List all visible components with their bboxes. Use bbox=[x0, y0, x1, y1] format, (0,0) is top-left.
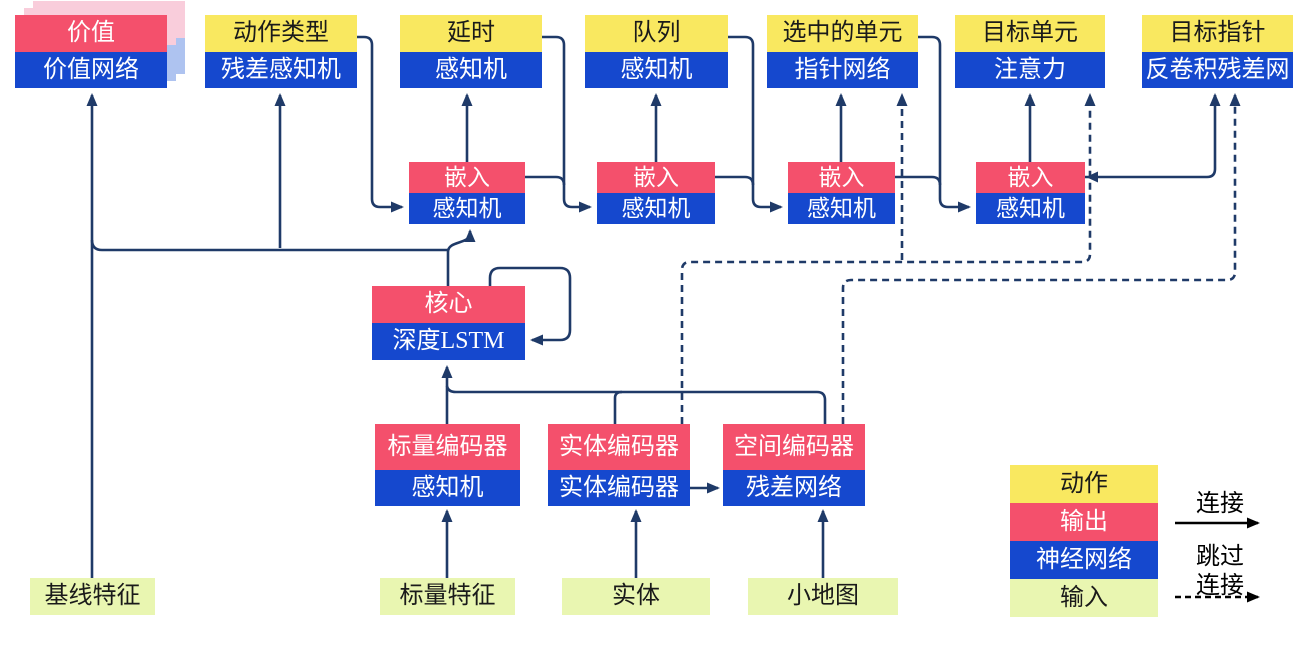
node-spatial-encoder-title: 空间编码器 bbox=[723, 424, 865, 470]
edge-embed2-to-embed3 bbox=[715, 175, 755, 186]
node-entity-encoder-title: 实体编码器 bbox=[548, 424, 690, 470]
node-delay: 延时 感知机 bbox=[400, 15, 542, 88]
node-scalar-encoder: 标量编码器 感知机 bbox=[375, 424, 520, 506]
legend-output: 输出 bbox=[1010, 503, 1158, 541]
edge-embed1-to-embed2 bbox=[525, 175, 566, 186]
node-embed-1-subtitle: 感知机 bbox=[409, 193, 525, 224]
edge-entity-encoder-trunk-branch bbox=[613, 390, 623, 424]
node-entity-encoder-subtitle: 实体编码器 bbox=[548, 470, 690, 506]
skip-entity-encoder-to-target-unit bbox=[680, 93, 1096, 424]
node-core: 核心 深度LSTM bbox=[372, 286, 525, 360]
legend-skip-label: 跳过 bbox=[1196, 544, 1244, 570]
arrowhead-into-embed4 bbox=[1086, 171, 1098, 183]
edge-embed4-to-target-pointer bbox=[1085, 93, 1221, 179]
edge-core-trunk-to-value bbox=[90, 239, 448, 252]
node-target-pointer-title: 目标指针 bbox=[1142, 15, 1293, 52]
node-core-subtitle: 深度LSTM bbox=[372, 323, 525, 360]
node-queue-subtitle: 感知机 bbox=[585, 52, 728, 88]
node-embed-4-subtitle: 感知机 bbox=[976, 193, 1085, 224]
node-action-type-subtitle: 残差感知机 bbox=[205, 52, 357, 88]
node-target-pointer-subtitle: 反卷积残差网 bbox=[1142, 52, 1293, 88]
node-embed-3-subtitle: 感知机 bbox=[788, 193, 895, 224]
node-action-type-title: 动作类型 bbox=[205, 15, 357, 52]
edge-encoder-trunk bbox=[445, 385, 827, 424]
skip-connections bbox=[680, 93, 1241, 424]
edge-core-top bbox=[446, 229, 476, 286]
input-baseline-features: 基线特征 bbox=[30, 578, 155, 615]
node-delay-title: 延时 bbox=[400, 15, 542, 52]
node-embed-2-title: 嵌入 bbox=[597, 162, 715, 193]
node-embed-2: 嵌入 感知机 bbox=[597, 162, 715, 224]
edge-embed3-to-embed4 bbox=[895, 175, 942, 186]
node-selected-units: 选中的单元 指针网络 bbox=[767, 15, 918, 88]
node-core-title: 核心 bbox=[372, 286, 525, 323]
node-selected-units-title: 选中的单元 bbox=[767, 15, 918, 52]
edge-delay-to-embed2 bbox=[542, 35, 592, 213]
input-minimap: 小地图 bbox=[748, 578, 898, 615]
node-spatial-encoder: 空间编码器 残差网络 bbox=[723, 424, 865, 506]
node-embed-1: 嵌入 感知机 bbox=[409, 162, 525, 224]
edge-action-type-to-embed1 bbox=[357, 35, 404, 213]
node-value-title: 价值 bbox=[15, 15, 167, 52]
node-value-subtitle: 价值网络 bbox=[15, 52, 167, 88]
node-spatial-encoder-subtitle: 残差网络 bbox=[723, 470, 865, 506]
node-scalar-encoder-title: 标量编码器 bbox=[375, 424, 520, 470]
node-target-pointer: 目标指针 反卷积残差网 bbox=[1142, 15, 1293, 88]
node-embed-1-title: 嵌入 bbox=[409, 162, 525, 193]
skip-spatial-encoder-to-target-pointer bbox=[841, 93, 1241, 424]
node-embed-3-title: 嵌入 bbox=[788, 162, 895, 193]
node-action-type: 动作类型 残差感知机 bbox=[205, 15, 357, 88]
input-entities: 实体 bbox=[562, 578, 710, 615]
legend-solid-connection-label: 连接 bbox=[1196, 491, 1244, 517]
node-entity-encoder: 实体编码器 实体编码器 bbox=[548, 424, 690, 506]
node-target-unit: 目标单元 注意力 bbox=[955, 15, 1105, 88]
legend-input: 输入 bbox=[1010, 579, 1158, 617]
node-queue-title: 队列 bbox=[585, 15, 728, 52]
node-value: 价值 价值网络 bbox=[15, 15, 167, 88]
node-embed-4: 嵌入 感知机 bbox=[976, 162, 1085, 224]
node-target-unit-subtitle: 注意力 bbox=[955, 52, 1105, 88]
node-queue: 队列 感知机 bbox=[585, 15, 728, 88]
legend-network: 神经网络 bbox=[1010, 541, 1158, 579]
node-target-unit-title: 目标单元 bbox=[955, 15, 1105, 52]
node-embed-4-title: 嵌入 bbox=[976, 162, 1085, 193]
legend-action: 动作 bbox=[1010, 465, 1158, 503]
node-delay-subtitle: 感知机 bbox=[400, 52, 542, 88]
node-scalar-encoder-subtitle: 感知机 bbox=[375, 470, 520, 506]
legend: 动作 输出 神经网络 输入 bbox=[1010, 465, 1158, 617]
legend-skip-connection-label: 连接 bbox=[1196, 573, 1244, 599]
input-scalar-features: 标量特征 bbox=[380, 578, 515, 615]
node-selected-units-subtitle: 指针网络 bbox=[767, 52, 918, 88]
node-embed-3: 嵌入 感知机 bbox=[788, 162, 895, 224]
node-embed-2-subtitle: 感知机 bbox=[597, 193, 715, 224]
